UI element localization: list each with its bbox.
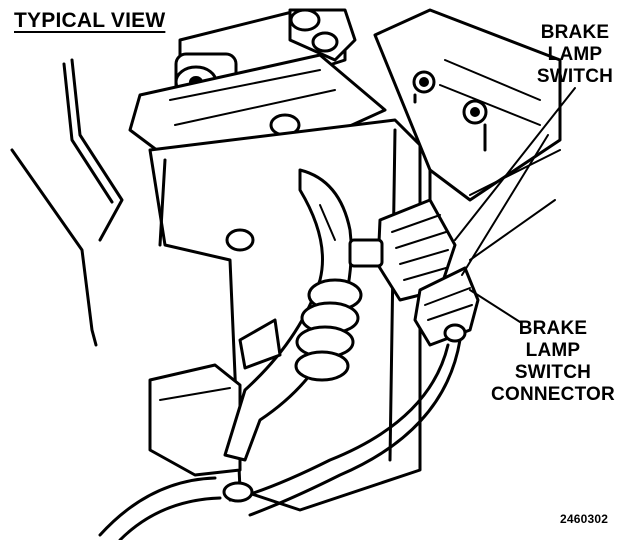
callout-line: CONNECTOR <box>491 384 615 405</box>
callout-line: BRAKE <box>518 318 588 339</box>
brake-lamp-switch-connector-callout: BRAKE LAMP SWITCH CONNECTOR <box>478 318 628 406</box>
switch-connector <box>98 266 480 540</box>
callout-line: SWITCH <box>514 362 592 383</box>
brake-lamp-switch-callout: BRAKE LAMP SWITCH <box>520 22 630 88</box>
cutaway-break-lines <box>10 58 124 347</box>
brake-pedal-arm <box>223 168 353 462</box>
callout-line: LAMP <box>547 44 603 65</box>
callout-line: BRAKE <box>540 22 610 43</box>
view-title: TYPICAL VIEW <box>14 9 166 32</box>
support-bracket <box>148 118 422 512</box>
return-spring <box>294 278 363 382</box>
figure-number: 2460302 <box>560 512 609 526</box>
callout-line: SWITCH <box>536 66 614 87</box>
callout-line: LAMP <box>525 340 581 361</box>
leader-lines <box>454 87 576 323</box>
